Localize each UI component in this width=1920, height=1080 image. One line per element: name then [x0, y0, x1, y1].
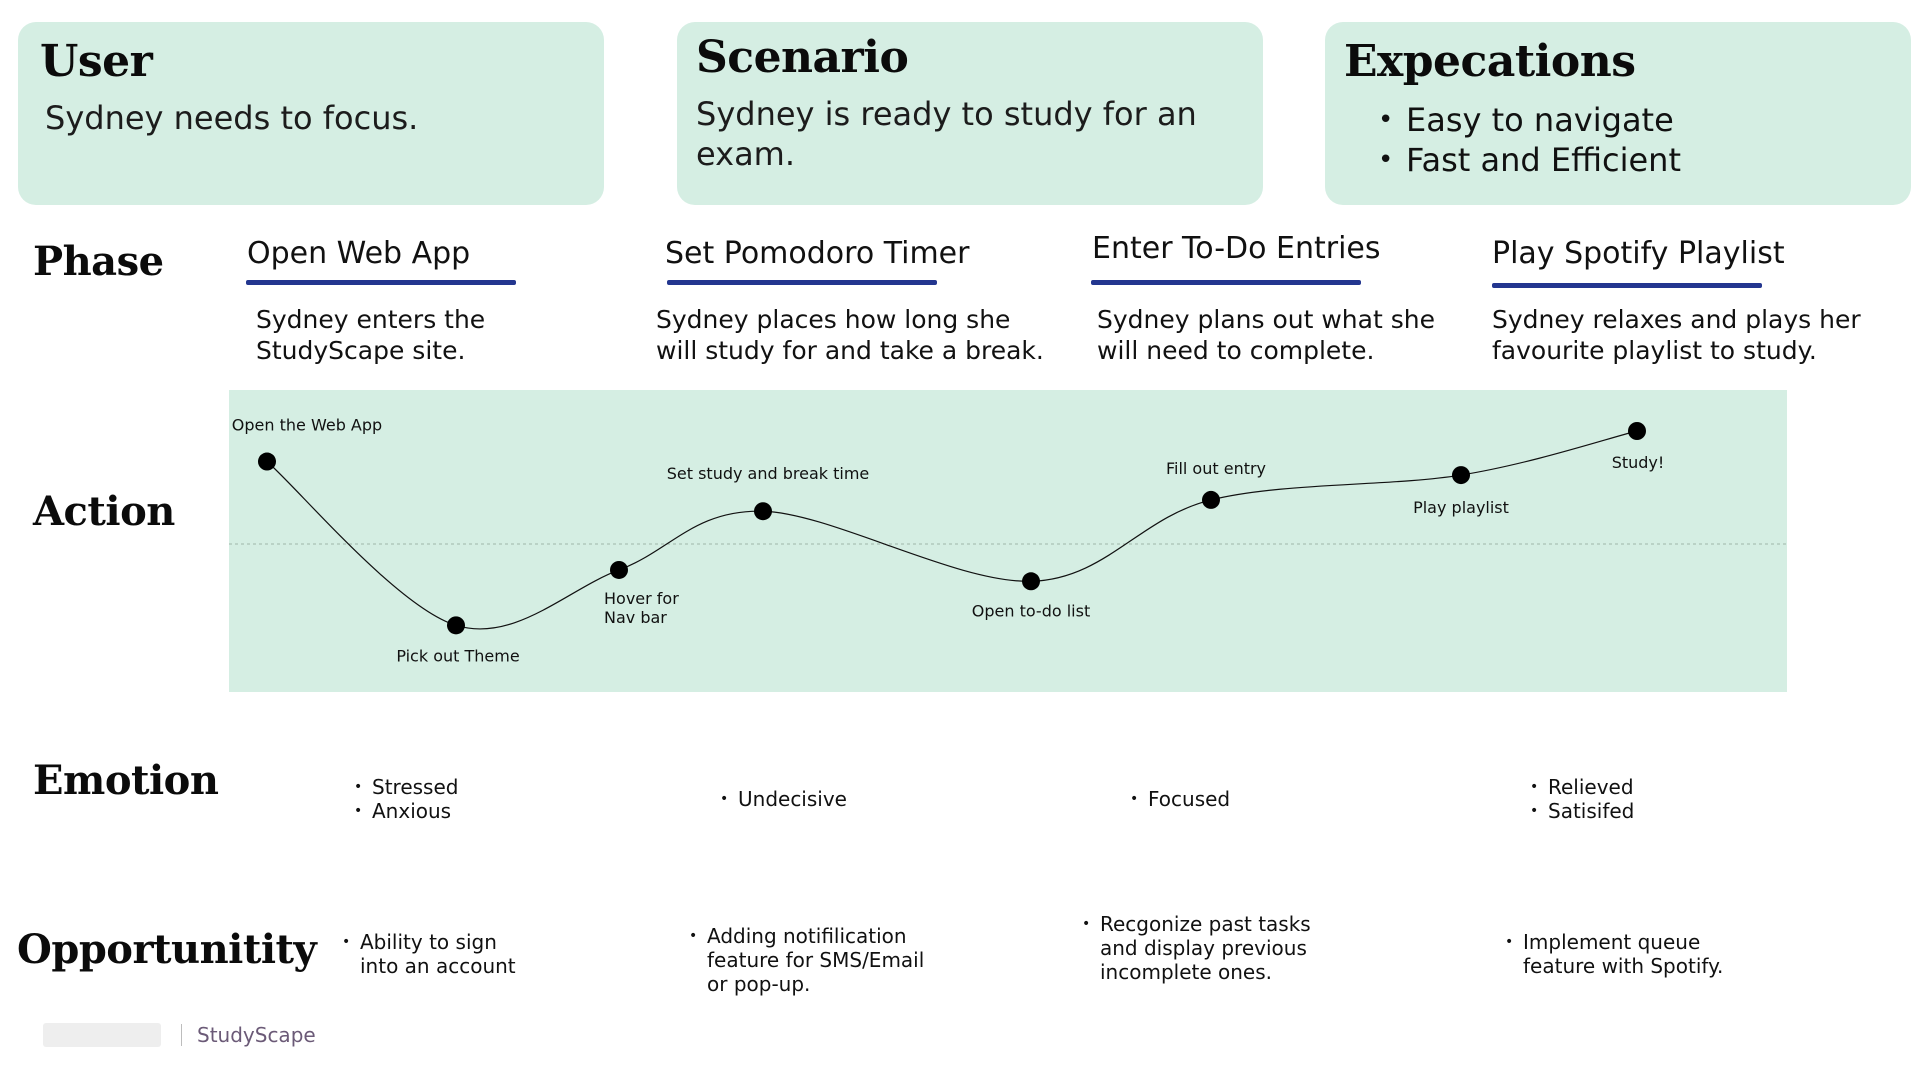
user-card: User Sydney needs to focus.	[18, 22, 604, 205]
opportunity-line: and display previous	[1100, 936, 1307, 960]
phase-underline-4	[1492, 283, 1762, 288]
journey-point-label: Nav bar	[604, 608, 667, 627]
opportunity-line: incomplete ones.	[1100, 960, 1273, 984]
journey-point	[1202, 490, 1220, 509]
phase-underline-1	[246, 280, 516, 285]
opportunity-line: Recgonize past tasks	[1100, 912, 1311, 936]
expectations-card-title: Expecations	[1344, 36, 1636, 87]
journey-point-label: Open the Web App	[232, 416, 382, 435]
journey-point-label: Hover for	[604, 589, 679, 608]
logo-placeholder	[43, 1023, 161, 1047]
phase-description-3: Sydney plans out what she will need to c…	[1097, 305, 1435, 365]
emotion-list-1: Stressed Anxious	[354, 775, 458, 823]
scenario-card: Scenario Sydney is ready to study for an…	[677, 22, 1263, 205]
emotion-item: Relieved	[1530, 775, 1634, 799]
phase-description-4: Sydney relaxes and plays her favourite p…	[1492, 305, 1861, 365]
opportunity-list-4: Implement queue feature with Spotify.	[1505, 930, 1723, 978]
emotion-item: Anxious	[354, 799, 458, 823]
journey-point-label: Set study and break time	[667, 464, 870, 483]
opportunity-line: or pop-up.	[707, 972, 811, 996]
emotion-list-4: Relieved Satisifed	[1530, 775, 1634, 823]
expectations-list: Easy to navigate Fast and Efficient	[1378, 100, 1681, 180]
opportunity-row-label: Opportunitity	[17, 926, 317, 973]
expectation-item: Easy to navigate	[1378, 100, 1681, 140]
opportunity-line: feature with Spotify.	[1523, 954, 1724, 978]
journey-point-label: Study!	[1612, 453, 1665, 472]
phase-title-2: Set Pomodoro Timer	[665, 236, 970, 271]
phase-description-1: Sydney enters the StudyScape site.	[256, 305, 486, 365]
opportunity-line: Adding notifilication	[707, 924, 907, 948]
journey-point-label: Pick out Theme	[396, 646, 519, 665]
journey-point	[1452, 466, 1470, 485]
footer-brand: StudyScape	[197, 1023, 316, 1047]
journey-point	[610, 560, 628, 579]
emotion-item: Satisifed	[1530, 799, 1634, 823]
scenario-card-text: Sydney is ready to study for an exam.	[696, 95, 1197, 173]
user-card-title: User	[40, 36, 153, 87]
journey-curve	[266, 430, 1638, 630]
emotion-item: Focused	[1130, 787, 1230, 811]
journey-point	[258, 452, 276, 471]
emotion-list-3: Focused	[1130, 787, 1230, 811]
phase-description-2: Sydney places how long she will study fo…	[656, 305, 1044, 365]
scenario-card-title: Scenario	[696, 32, 909, 83]
journey-point-label: Open to-do list	[972, 601, 1090, 620]
expectations-card: Expecations Easy to navigate Fast and Ef…	[1325, 22, 1911, 205]
journey-point	[1022, 572, 1040, 591]
emotion-row-label: Emotion	[33, 757, 219, 804]
opportunity-item: Adding notifilication feature for SMS/Em…	[689, 924, 924, 996]
journey-point	[1628, 422, 1646, 440]
footer-divider	[181, 1024, 182, 1046]
opportunity-list-3: Recgonize past tasks and display previou…	[1082, 912, 1311, 984]
opportunity-list-2: Adding notifilication feature for SMS/Em…	[689, 924, 924, 996]
phase-title-3: Enter To-Do Entries	[1092, 231, 1381, 266]
opportunity-line: feature for SMS/Email	[707, 948, 925, 972]
action-row-label: Action	[33, 488, 175, 535]
journey-point	[754, 502, 772, 521]
journey-point	[447, 616, 465, 635]
phase-row-label: Phase	[33, 238, 164, 285]
opportunity-item: Ability to sign into an account	[342, 930, 516, 978]
journey-point-label: Play playlist	[1413, 498, 1509, 517]
opportunity-list-1: Ability to sign into an account	[342, 930, 516, 978]
opportunity-line: Ability to sign	[360, 930, 497, 954]
phase-title-4: Play Spotify Playlist	[1492, 236, 1785, 271]
opportunity-line: into an account	[360, 954, 516, 978]
opportunity-item: Recgonize past tasks and display previou…	[1082, 912, 1311, 984]
emotion-list-2: Undecisive	[720, 787, 847, 811]
phase-title-1: Open Web App	[247, 236, 471, 271]
expectation-item: Fast and Efficient	[1378, 140, 1681, 180]
opportunity-line: Implement queue	[1523, 930, 1701, 954]
opportunity-item: Implement queue feature with Spotify.	[1505, 930, 1723, 978]
journey-point-label: Fill out entry	[1166, 459, 1266, 478]
phase-underline-3	[1091, 280, 1361, 285]
emotion-item: Stressed	[354, 775, 458, 799]
emotion-item: Undecisive	[720, 787, 847, 811]
user-card-text: Sydney needs to focus.	[45, 99, 419, 137]
phase-underline-2	[667, 280, 937, 285]
